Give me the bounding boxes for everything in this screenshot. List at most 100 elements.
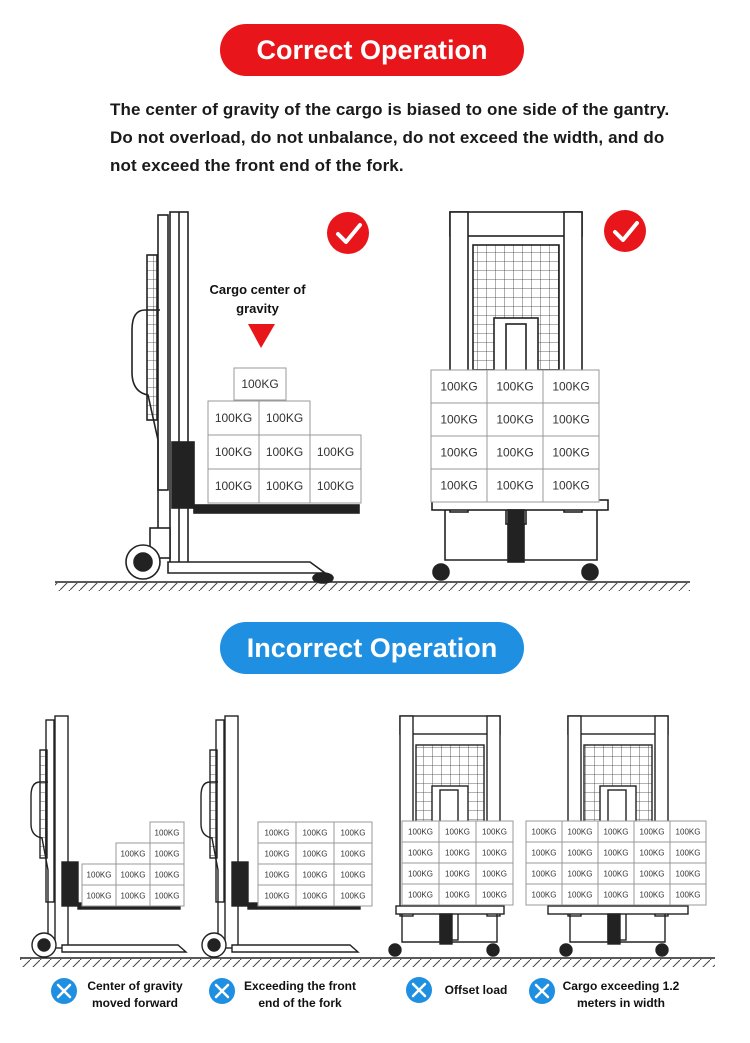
cargo-box-label: 100KG (87, 891, 112, 900)
cargo-box (309, 434, 362, 470)
cargo-box-label: 100KG (676, 869, 701, 878)
cargo-box-label: 100KG (155, 870, 180, 879)
cargo-box (486, 435, 544, 470)
stacker-side-view (125, 211, 360, 584)
cargo-box-label: 100KG (121, 891, 146, 900)
caption-cog-forward: Center of gravity moved forward (87, 979, 183, 1010)
description-text: The center of gravity of the cargo is bi… (110, 100, 670, 175)
cargo-box-label: 100KG (532, 848, 557, 857)
cog-label: Cargo center of gravity (209, 282, 306, 316)
cargo-box (430, 369, 488, 404)
cargo-box (258, 400, 311, 436)
cargo-box-label: 100KG (440, 413, 477, 427)
cargo-box-label: 100KG (604, 827, 629, 836)
cargo-box-label: 100KG (341, 870, 366, 879)
cargo-box-label: 100KG (445, 869, 470, 878)
cargo-box-label: 100KG (341, 828, 366, 837)
cargo-box-label: 100KG (440, 479, 477, 493)
caption-exceed-width: Cargo exceeding 1.2 meters in width (562, 979, 680, 1010)
caption-exceed-fork: Exceeding the front end of the fork (243, 979, 356, 1010)
cargo-box (207, 468, 260, 504)
cargo-box-label: 100KG (552, 446, 589, 460)
cargo-box-label: 100KG (121, 870, 146, 879)
cargo-box-label: 100KG (215, 479, 252, 493)
x-icon (406, 977, 432, 1003)
cargo-box-label: 100KG (532, 890, 557, 899)
x-icon (51, 978, 77, 1004)
cargo-box-label: 100KG (445, 890, 470, 899)
cargo-box-label: 100KG (482, 827, 507, 836)
cargo-box (669, 820, 707, 843)
cargo-box-label: 100KG (266, 445, 303, 459)
cargo-box (258, 434, 311, 470)
cargo-box-label: 100KG (445, 827, 470, 836)
check-icon (604, 210, 646, 252)
cargo-box-label: 100KG (640, 890, 665, 899)
cargo-box (486, 402, 544, 437)
cargo-box-label: 100KG (121, 849, 146, 858)
cargo-box-label: 100KG (482, 848, 507, 857)
cargo-box-label: 100KG (303, 870, 328, 879)
x-icon (209, 978, 235, 1004)
cargo-box-label: 100KG (408, 848, 433, 857)
cargo-box-label: 100KG (568, 827, 593, 836)
caption-offset-load: Offset load (444, 983, 508, 997)
cargo-box-label: 100KG (552, 380, 589, 394)
cargo-box-label: 100KG (317, 445, 354, 459)
cargo-box (542, 468, 600, 503)
cargo-box-label: 100KG (266, 411, 303, 425)
cargo-box-label: 100KG (303, 828, 328, 837)
cargo-box-label: 100KG (303, 891, 328, 900)
cargo-box-label: 100KG (87, 870, 112, 879)
cargo-box-label: 100KG (532, 827, 557, 836)
cargo-box-label: 100KG (640, 869, 665, 878)
stacker-side-view-2 (200, 715, 361, 958)
cargo-box (486, 369, 544, 404)
cargo-box-label: 100KG (604, 890, 629, 899)
cargo-box (475, 820, 514, 843)
cargo-box-label: 100KG (676, 890, 701, 899)
cargo-box-label: 100KG (215, 445, 252, 459)
cargo-box-label: 100KG (640, 827, 665, 836)
cargo-box-label: 100KG (496, 413, 533, 427)
cargo-box-label: 100KG (265, 828, 290, 837)
cargo-box-label: 100KG (532, 869, 557, 878)
x-icon (529, 978, 555, 1004)
cargo-box-label: 100KG (215, 411, 252, 425)
cargo-box-label: 100KG (341, 849, 366, 858)
cargo-box-label: 100KG (568, 848, 593, 857)
cargo-box-label: 100KG (440, 380, 477, 394)
cargo-box-label: 100KG (640, 848, 665, 857)
cargo-box-label: 100KG (303, 849, 328, 858)
correct-operation-header: Correct Operation (220, 24, 524, 76)
cargo-box-label: 100KG (482, 869, 507, 878)
cargo-box (149, 821, 185, 844)
cargo-box (430, 468, 488, 503)
cargo-box (542, 369, 600, 404)
cargo-box (430, 402, 488, 437)
cargo-boxes: 100KG 100KG 100KG 100KG 100KG 100KG 100KG 100KG… (81, 367, 707, 907)
cargo-box-label: 100KG (408, 890, 433, 899)
cargo-box-label: 100KG (241, 377, 278, 391)
cargo-box-label: 100KG (408, 869, 433, 878)
cargo-box-label: 100KG (155, 849, 180, 858)
cargo-box-label: 100KG (440, 446, 477, 460)
check-icon (327, 212, 369, 254)
cargo-box-label: 100KG (265, 870, 290, 879)
cog-arrow-icon (248, 324, 275, 348)
cargo-box-label: 100KG (552, 479, 589, 493)
cargo-box-label: 100KG (496, 380, 533, 394)
cargo-box-label: 100KG (266, 479, 303, 493)
cargo-box-label: 100KG (568, 890, 593, 899)
cargo-box (207, 400, 260, 436)
cargo-box (333, 821, 373, 844)
cargo-box-label: 100KG (676, 827, 701, 836)
ground-top (55, 581, 690, 591)
cargo-box-label: 100KG (155, 828, 180, 837)
cargo-box-label: 100KG (568, 869, 593, 878)
cargo-box-label: 100KG (445, 848, 470, 857)
cargo-box-label: 100KG (604, 869, 629, 878)
cargo-box (207, 434, 260, 470)
cargo-box-label: 100KG (265, 849, 290, 858)
